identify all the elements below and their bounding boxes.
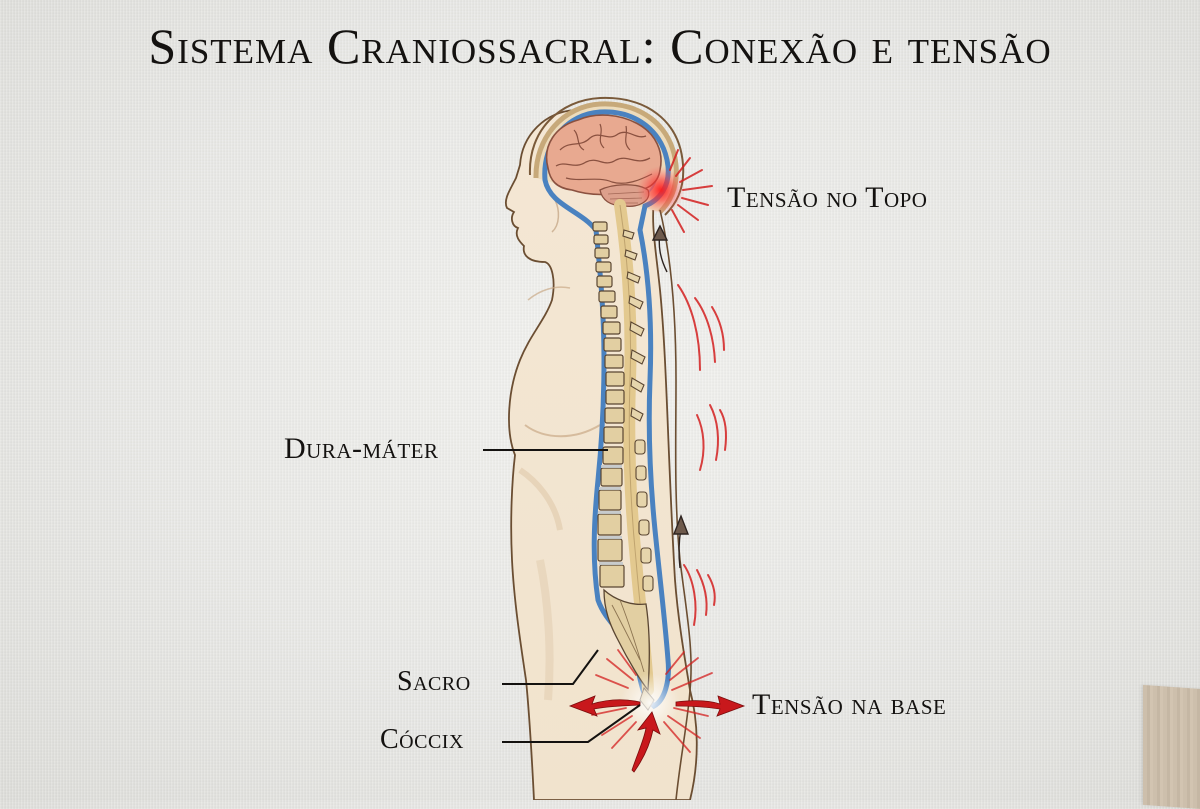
label-tension-top: Tensão no Topo (727, 181, 928, 214)
arrow-up-icon (672, 514, 690, 569)
furniture-edge (1143, 684, 1200, 809)
tension-burst-icon (637, 149, 713, 233)
arrow-up-icon (651, 224, 669, 273)
spine-icon (592, 221, 625, 588)
brain-icon (545, 114, 662, 207)
label-coccyx: Cóccix (380, 724, 464, 755)
label-tension-base: Tensão na base (752, 688, 947, 721)
tension-burst-icon (591, 649, 713, 753)
arrow-right-icon (675, 695, 746, 717)
label-leader-lines (483, 449, 641, 743)
label-dura-mater: Dura-máter (284, 432, 439, 465)
arrow-up-icon (631, 711, 661, 773)
tension-waves (677, 284, 727, 626)
diagram-title: Sistema Craniossacral: Conexão e tensão (148, 18, 1052, 74)
arrow-left-icon (568, 695, 641, 717)
label-sacrum: Sacro (397, 666, 471, 697)
